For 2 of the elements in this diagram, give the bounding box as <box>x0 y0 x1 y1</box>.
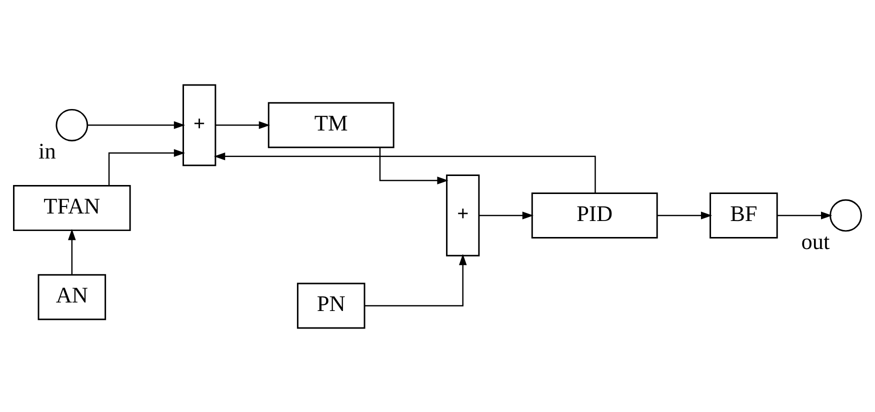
node-label: in <box>38 138 56 163</box>
node-label: out <box>801 228 830 254</box>
